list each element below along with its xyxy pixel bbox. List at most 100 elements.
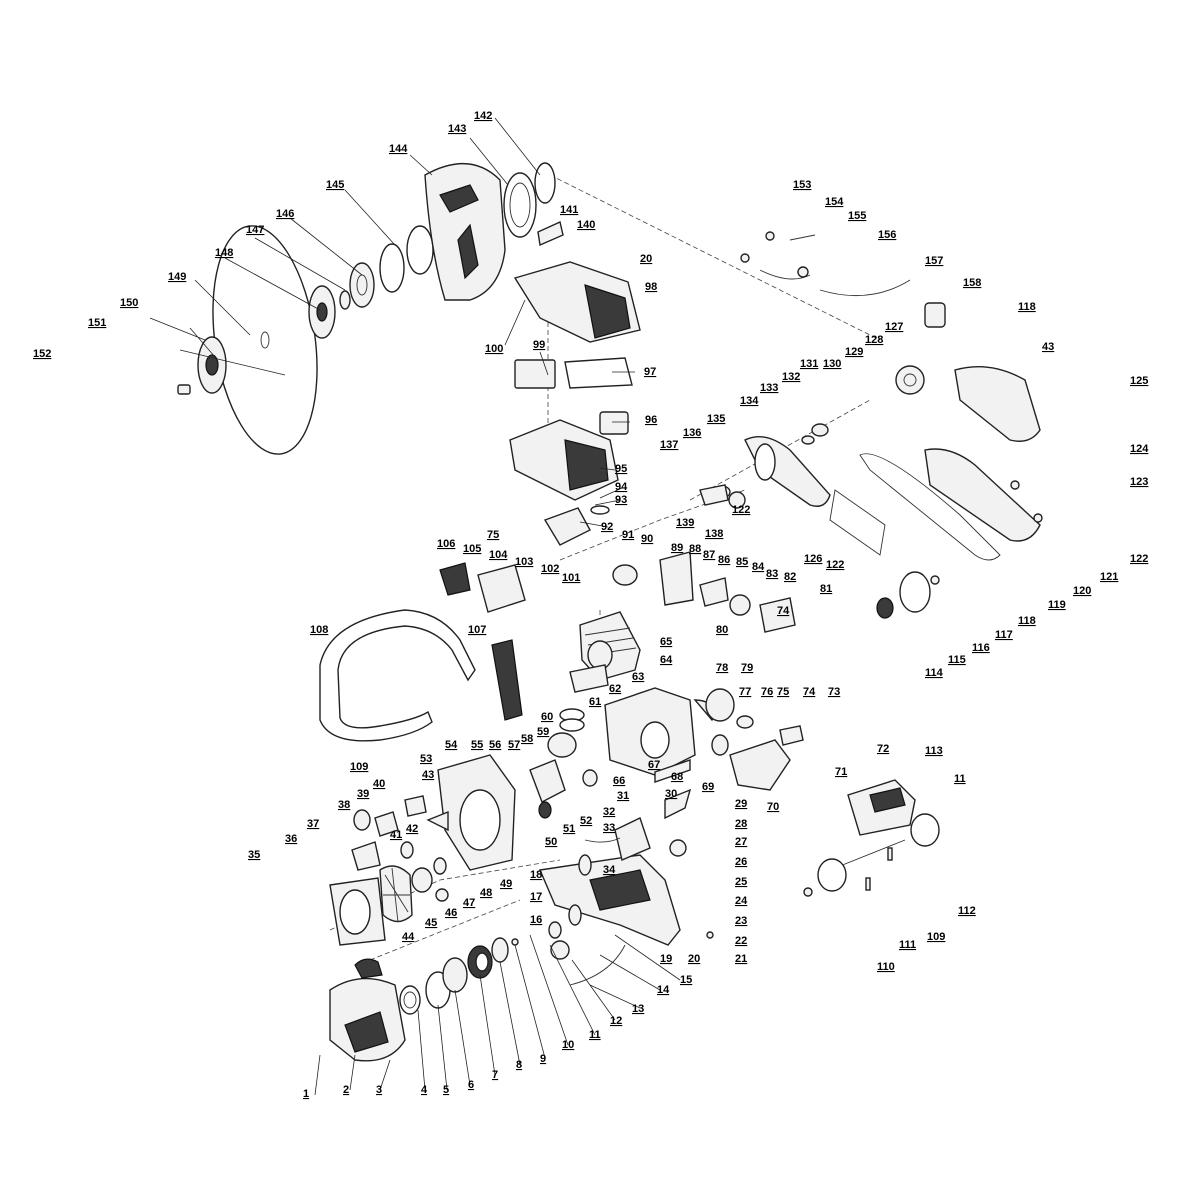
callout: 67	[648, 759, 660, 771]
callout: 119	[1048, 599, 1066, 611]
callout: 38	[338, 799, 350, 811]
callout: 145	[326, 179, 344, 191]
callout: 108	[310, 624, 328, 636]
callout: 116	[972, 642, 990, 654]
callout: 144	[389, 143, 408, 155]
callout: 115	[948, 654, 966, 666]
callout: 112	[958, 905, 976, 917]
callout: 82	[784, 571, 796, 583]
starter-handle	[354, 958, 383, 979]
callout: 131	[800, 358, 818, 370]
callout: 39	[357, 788, 369, 800]
callout: 130	[823, 358, 841, 370]
callout: 29	[735, 798, 747, 810]
callout: 158	[963, 277, 981, 289]
callout: 78	[716, 662, 728, 674]
callout: 33	[603, 822, 615, 834]
callout: 70	[767, 801, 779, 813]
callout: 139	[676, 517, 694, 529]
callout: 62	[609, 683, 621, 695]
callout: 147	[246, 224, 264, 236]
callout: 156	[878, 229, 896, 241]
callout: 138	[705, 528, 723, 540]
callout: 79	[741, 662, 753, 674]
callout: 153	[793, 179, 811, 191]
callout: 23	[735, 915, 747, 927]
callout: 126	[804, 553, 822, 565]
callout: 68	[671, 771, 683, 783]
callout: 122	[826, 559, 844, 571]
callout: 4	[421, 1084, 428, 1096]
callout: 128	[865, 334, 883, 346]
callout: 89	[671, 542, 683, 554]
callout: 7	[492, 1069, 498, 1081]
callout: 56	[489, 739, 501, 751]
callout: 40	[373, 778, 385, 790]
callout: 8	[516, 1059, 522, 1071]
callout: 121	[1100, 571, 1118, 583]
callout: 18	[530, 869, 542, 881]
callout: 64	[660, 654, 673, 666]
callout: 34	[603, 864, 616, 876]
callout: 136	[683, 427, 701, 439]
callout: 129	[845, 346, 863, 358]
callout: 146	[276, 208, 294, 220]
callout: 46	[445, 907, 457, 919]
callout: 55	[471, 739, 483, 751]
callout: 11	[589, 1029, 601, 1041]
callout: 141	[560, 204, 578, 216]
piston	[547, 732, 577, 758]
callout: 6	[468, 1079, 474, 1091]
handle-grip	[491, 639, 523, 721]
callout: 123	[1130, 476, 1148, 488]
callout: 24	[735, 895, 748, 907]
callout: 94	[615, 481, 628, 493]
callout: 122	[732, 504, 750, 516]
callout: 42	[406, 823, 418, 835]
callout: 99	[533, 339, 545, 351]
callout: 48	[480, 887, 492, 899]
callout: 122	[1130, 553, 1148, 565]
callout: 95	[615, 463, 627, 475]
recoil-starter	[329, 937, 519, 1062]
callout: 52	[580, 815, 592, 827]
callout: 61	[589, 696, 601, 708]
callout: 21	[735, 953, 747, 965]
callout: 143	[448, 123, 466, 135]
callout: 87	[703, 549, 715, 561]
callout: 14	[657, 984, 670, 996]
callout: 101	[562, 572, 580, 584]
callout: 110	[877, 961, 895, 973]
carburetor	[612, 564, 638, 586]
arm-cover	[924, 448, 1041, 542]
callout: 51	[563, 823, 575, 835]
oil-pump-housing	[759, 597, 796, 633]
callout: 71	[835, 766, 847, 778]
callout: 103	[515, 556, 533, 568]
callout: 43	[1042, 341, 1054, 353]
callout: 120	[1073, 585, 1091, 597]
callout: 36	[285, 833, 297, 845]
callout: 9	[540, 1053, 546, 1065]
callout: 15	[680, 974, 692, 986]
callout: 41	[390, 829, 402, 841]
callout: 135	[707, 413, 725, 425]
callout: 35	[248, 849, 260, 861]
callout: 84	[752, 561, 765, 573]
crankshaft	[529, 759, 566, 803]
callout: 124	[1130, 443, 1149, 455]
callout: 106	[437, 538, 455, 550]
callout: 105	[463, 543, 481, 555]
belt-pulley	[895, 365, 925, 395]
callout: 118	[1018, 301, 1036, 313]
callout: 109	[350, 761, 368, 773]
callout: 37	[307, 818, 319, 830]
callout: 66	[613, 775, 625, 787]
callout: 76	[761, 686, 773, 698]
callout: 53	[420, 753, 432, 765]
callout: 86	[718, 554, 730, 566]
callout: 20	[688, 953, 700, 965]
callout: 17	[530, 891, 542, 903]
